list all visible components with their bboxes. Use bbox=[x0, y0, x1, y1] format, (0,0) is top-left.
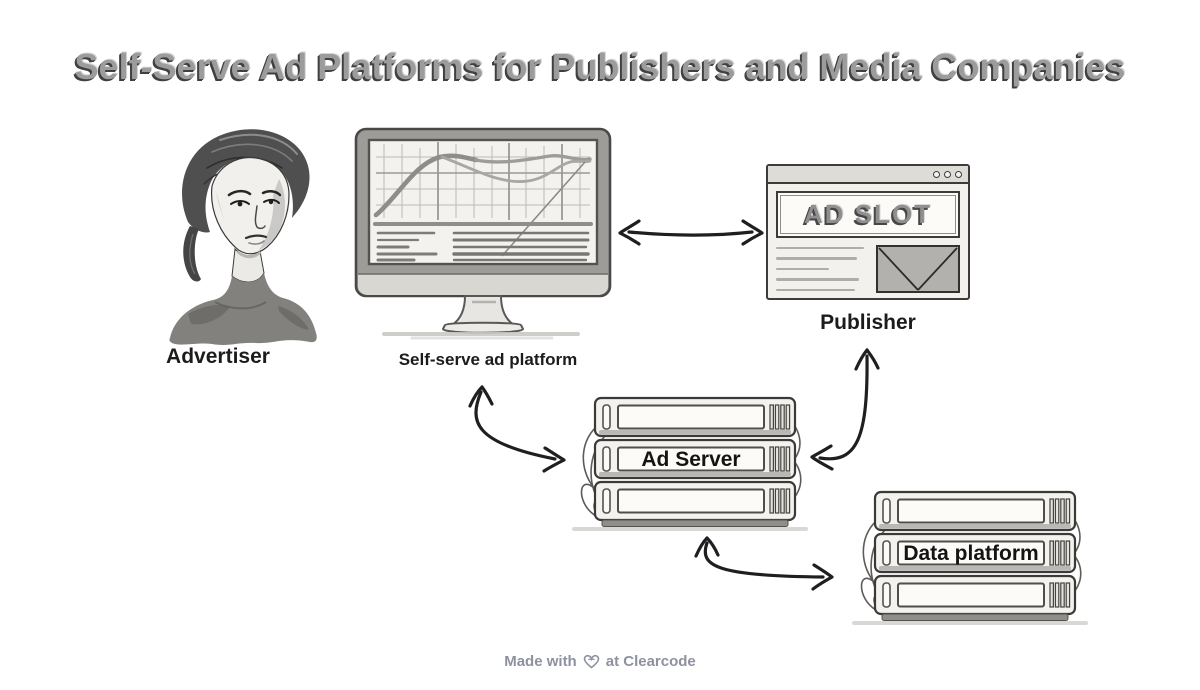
advertiser-label: Advertiser bbox=[166, 345, 270, 368]
publisher-node: AD SLOT bbox=[766, 164, 970, 300]
ad-server-label: Ad Server bbox=[641, 448, 740, 471]
ad-server-node: Ad Server bbox=[570, 392, 810, 534]
footer-credit: Made with at Clearcode bbox=[0, 653, 1200, 670]
woman-sketch-illustration bbox=[169, 129, 317, 345]
browser-page-content bbox=[776, 245, 960, 293]
arrow-platform-adserver bbox=[468, 385, 566, 473]
ad-slot-text: AD SLOT bbox=[803, 199, 933, 229]
arrow-platform-publisher bbox=[618, 219, 764, 246]
heart-icon bbox=[583, 654, 600, 669]
image-placeholder bbox=[876, 245, 960, 293]
article-text-lines bbox=[776, 245, 868, 293]
publisher-label: Publisher bbox=[820, 311, 916, 334]
data-platform-node: Data platform bbox=[850, 486, 1090, 628]
page-title: Self-Serve Ad Platforms for Publishers a… bbox=[74, 46, 1126, 87]
arrow-publisher-adserver bbox=[810, 348, 880, 471]
server-stack-illustration: Ad Server bbox=[572, 396, 808, 531]
browser-titlebar bbox=[768, 166, 968, 184]
footer-text-before: Made with bbox=[504, 653, 577, 670]
monitor-illustration bbox=[354, 127, 612, 340]
browser-dot-icon bbox=[944, 170, 951, 178]
footer-text-after: at Clearcode bbox=[605, 653, 696, 670]
self-serve-ad-platform-label: Self-serve ad platform bbox=[398, 350, 578, 369]
server-stack-illustration: Data platform bbox=[852, 490, 1088, 625]
browser-dot-icon bbox=[955, 170, 962, 178]
self-serve-ad-platform-node bbox=[352, 126, 614, 340]
data-platform-label: Data platform bbox=[903, 542, 1038, 565]
advertiser-node bbox=[160, 122, 324, 348]
image-placeholder-v-icon bbox=[878, 247, 958, 291]
arrow-adserver-dataplatform bbox=[694, 536, 834, 591]
browser-dot-icon bbox=[933, 170, 940, 178]
ad-slot-banner: AD SLOT bbox=[776, 191, 960, 238]
